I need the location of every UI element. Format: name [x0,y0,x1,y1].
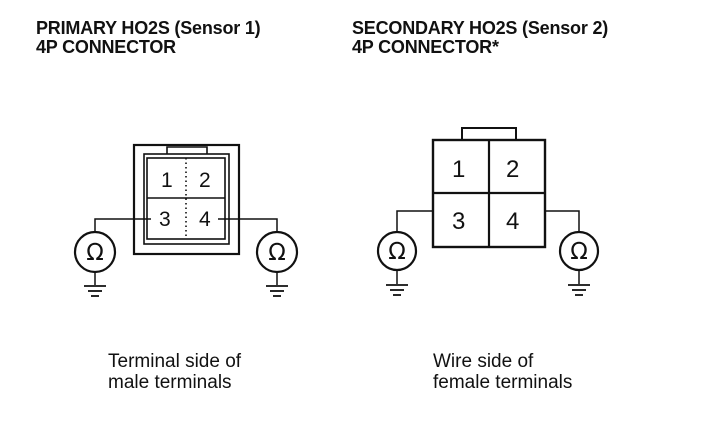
primary-connector-panel: PRIMARY HO2S (Sensor 1) 4P CONNECTOR 1 2… [36,18,299,393]
primary-caption-line1: Terminal side of [108,351,242,372]
secondary-heading: SECONDARY HO2S (Sensor 2) 4P CONNECTOR* [352,19,608,57]
primary-lock-tab [166,146,208,154]
secondary-right-ohm-symbol: Ω [570,239,588,265]
primary-heading: PRIMARY HO2S (Sensor 1) 4P CONNECTOR [36,18,261,57]
primary-left-probe-wire [94,218,151,232]
secondary-left-ohm-symbol: Ω [388,239,406,265]
primary-right-ohm-symbol: Ω [268,240,286,266]
secondary-left-ground-icon [386,270,408,296]
secondary-pin-1: 1 [452,156,465,183]
primary-housing-outer [132,143,241,256]
primary-right-ground-icon [266,272,288,297]
secondary-pin-4: 4 [506,208,519,235]
primary-caption-line2: male terminals [108,372,232,393]
secondary-pin-2: 2 [506,156,519,183]
secondary-connector-panel: SECONDARY HO2S (Sensor 2) 4P CONNECTOR* … [352,0,704,426]
secondary-caption-line1: Wire side of [433,351,534,372]
primary-right-probe-wire [218,218,278,232]
primary-left-ground-icon [84,272,106,297]
secondary-connector-diagram: 1 2 3 4 Ω Ω [376,127,600,296]
secondary-left-probe-wire [396,210,433,232]
secondary-pin-3: 3 [452,208,465,235]
primary-connector-label: 4P CONNECTOR [36,37,176,57]
primary-pin-1: 1 [161,169,173,192]
secondary-connector-label: 4P CONNECTOR* [352,37,499,57]
primary-title: PRIMARY HO2S (Sensor 1) [36,18,261,38]
primary-connector-diagram: 1 2 3 4 Ω Ω [73,143,299,297]
primary-pin-2: 2 [199,169,211,192]
secondary-lock-tab [461,127,517,141]
secondary-right-probe-wire [545,210,580,232]
secondary-caption-line2: female terminals [433,372,573,393]
primary-pin-3: 3 [159,208,171,231]
secondary-caption: Wire side of female terminals [433,351,572,393]
primary-caption: Terminal side of male terminals [108,351,241,393]
primary-left-ohm-symbol: Ω [86,240,104,266]
primary-housing-inner [143,153,230,245]
secondary-title: SECONDARY HO2S (Sensor 2) [352,18,609,38]
primary-pin-4: 4 [199,208,211,231]
secondary-right-ground-icon [568,270,590,296]
